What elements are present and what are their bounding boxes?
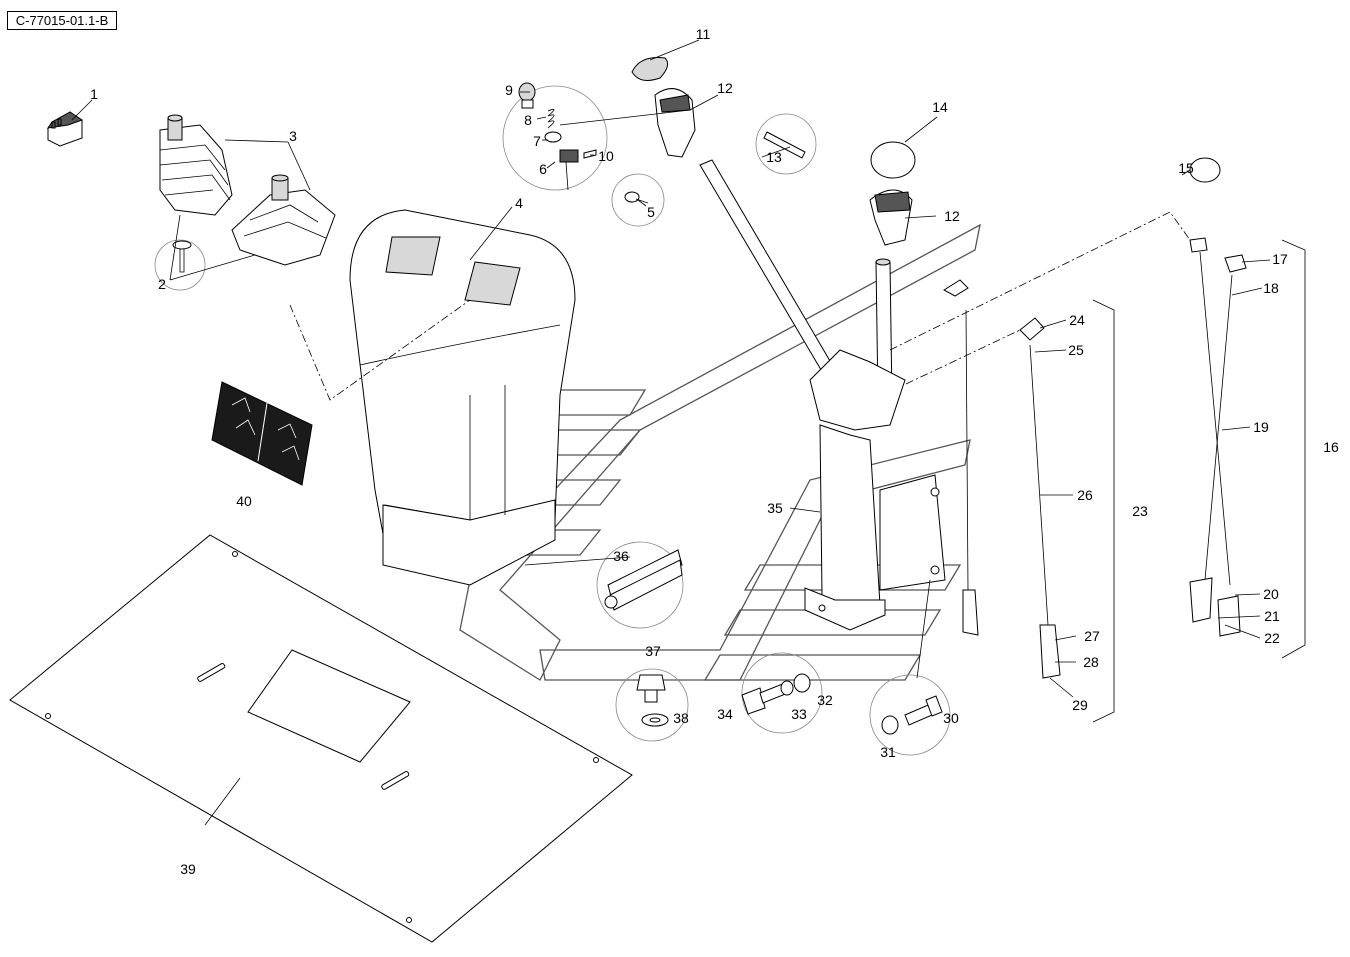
callout-28: 28 [1083,654,1099,670]
callout-8: 8 [524,112,532,128]
callout-21: 21 [1264,608,1280,624]
callout-35: 35 [767,500,783,516]
part-4-console-housing [349,209,576,586]
callout-16: 16 [1323,439,1339,455]
callout-34: 34 [717,706,733,722]
leader-lines [71,39,1271,826]
callout-10: 10 [598,148,614,164]
callout-37: 37 [645,643,661,659]
callout-6: 6 [539,161,547,177]
part-39-floor-plate [9,534,633,943]
callout-30: 30 [943,710,959,726]
callout-38: 38 [673,710,689,726]
parts-5-10-switch-kit [502,82,665,227]
callout-5: 5 [647,204,655,220]
callout-24: 24 [1069,312,1085,328]
part-35-lever-bracket [699,159,946,631]
callout-20: 20 [1263,586,1279,602]
part-1-plug [46,111,84,147]
callout-14: 14 [932,99,948,115]
callout-39: 39 [180,861,196,877]
callout-36: 36 [613,548,629,564]
callout-15: 15 [1178,160,1194,176]
callout-32: 32 [817,692,833,708]
part-14-12-lower-knob [869,141,916,246]
cable-assemblies [943,157,1247,679]
callout-9: 9 [505,82,513,98]
callout-29: 29 [1072,697,1088,713]
part-40-decal [211,381,313,486]
part-36-channel [596,541,684,629]
callout-23: 23 [1132,503,1148,519]
callout-4: 4 [515,195,523,211]
callout-12-lower: 12 [944,208,960,224]
part-2-screw [154,239,206,291]
callout-1: 1 [90,86,98,102]
callout-12-top: 12 [717,80,733,96]
callout-31: 31 [880,744,896,760]
callout-19: 19 [1253,419,1269,435]
callout-3: 3 [289,128,297,144]
part-11-12-top-knob [631,57,696,158]
callout-27: 27 [1084,628,1100,644]
part-13-pin [755,113,817,175]
callout-18: 18 [1263,280,1279,296]
callout-33: 33 [791,706,807,722]
guide-lines [289,211,1191,401]
callout-26: 26 [1077,487,1093,503]
callout-2: 2 [158,276,166,292]
parts-32-34-fasteners [741,652,823,734]
callout-11: 11 [696,26,711,42]
callout-7: 7 [533,133,541,149]
callout-25: 25 [1068,342,1084,358]
diagram-code-label: C-77015-01.1-B [7,11,117,30]
part-3-rubber-boots [159,114,336,266]
parts-30-31-fasteners [869,674,951,756]
callout-40: 40 [236,493,252,509]
callout-17: 17 [1272,251,1288,267]
group-brackets [1092,239,1306,723]
callout-22: 22 [1264,630,1280,646]
parts-37-38-bolt-washer [615,668,689,742]
callout-13: 13 [766,149,782,165]
callout-labels: 1 2 3 4 5 6 7 8 9 10 11 12 12 13 14 15 1… [90,26,1339,877]
